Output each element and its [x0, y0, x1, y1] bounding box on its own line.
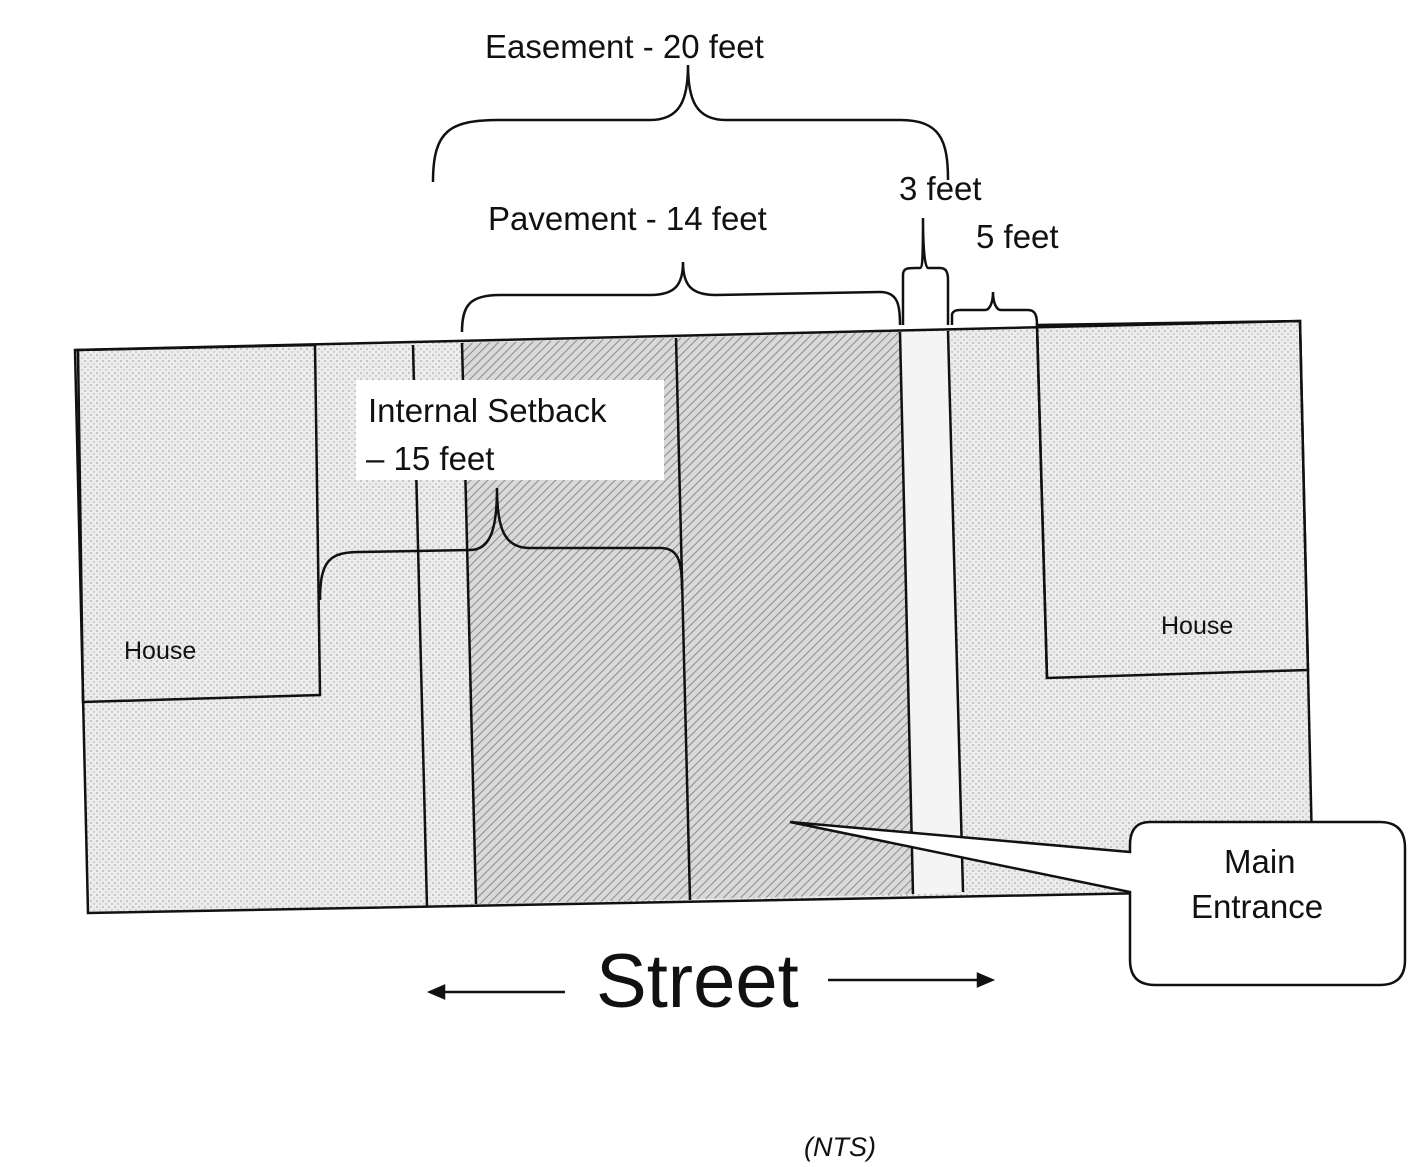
easement-label: Easement - 20 feet: [485, 28, 764, 65]
street-label: Street: [596, 939, 799, 1024]
main-entrance-callout: [789, 820, 1407, 987]
line-c: [674, 337, 692, 901]
internal-setback-brace: [318, 487, 684, 601]
five-feet-label: 5 feet: [976, 218, 1059, 255]
internal-setback-line2: – 15 feet: [366, 440, 495, 477]
main-entrance-line2: Entrance: [1191, 888, 1324, 925]
house-left-label: House: [124, 637, 197, 665]
line-e: [946, 330, 965, 893]
five-feet-brace: [950, 291, 1039, 326]
pavement-brace: [460, 261, 902, 333]
pavement-label: Pavement - 14 feet: [488, 200, 767, 237]
house-right-label: House: [1161, 612, 1234, 640]
line-d: [898, 331, 915, 895]
arrowhead-left: [426, 984, 446, 1000]
easement-brace: [431, 64, 950, 183]
internal-setback-box: Internal Setback – 15 feet: [356, 380, 664, 480]
house-left: [76, 343, 322, 704]
main-entrance-line1: Main: [1224, 843, 1296, 880]
three-feet-brace: [901, 217, 950, 325]
strip-3ft: [900, 331, 963, 894]
line-f: [1035, 324, 1049, 679]
arrowhead-right: [976, 972, 996, 988]
not-to-scale-note: (NTS): [804, 1132, 876, 1162]
internal-setback-line1: Internal Setback: [368, 392, 607, 429]
three-feet-label: 3 feet: [899, 170, 982, 207]
